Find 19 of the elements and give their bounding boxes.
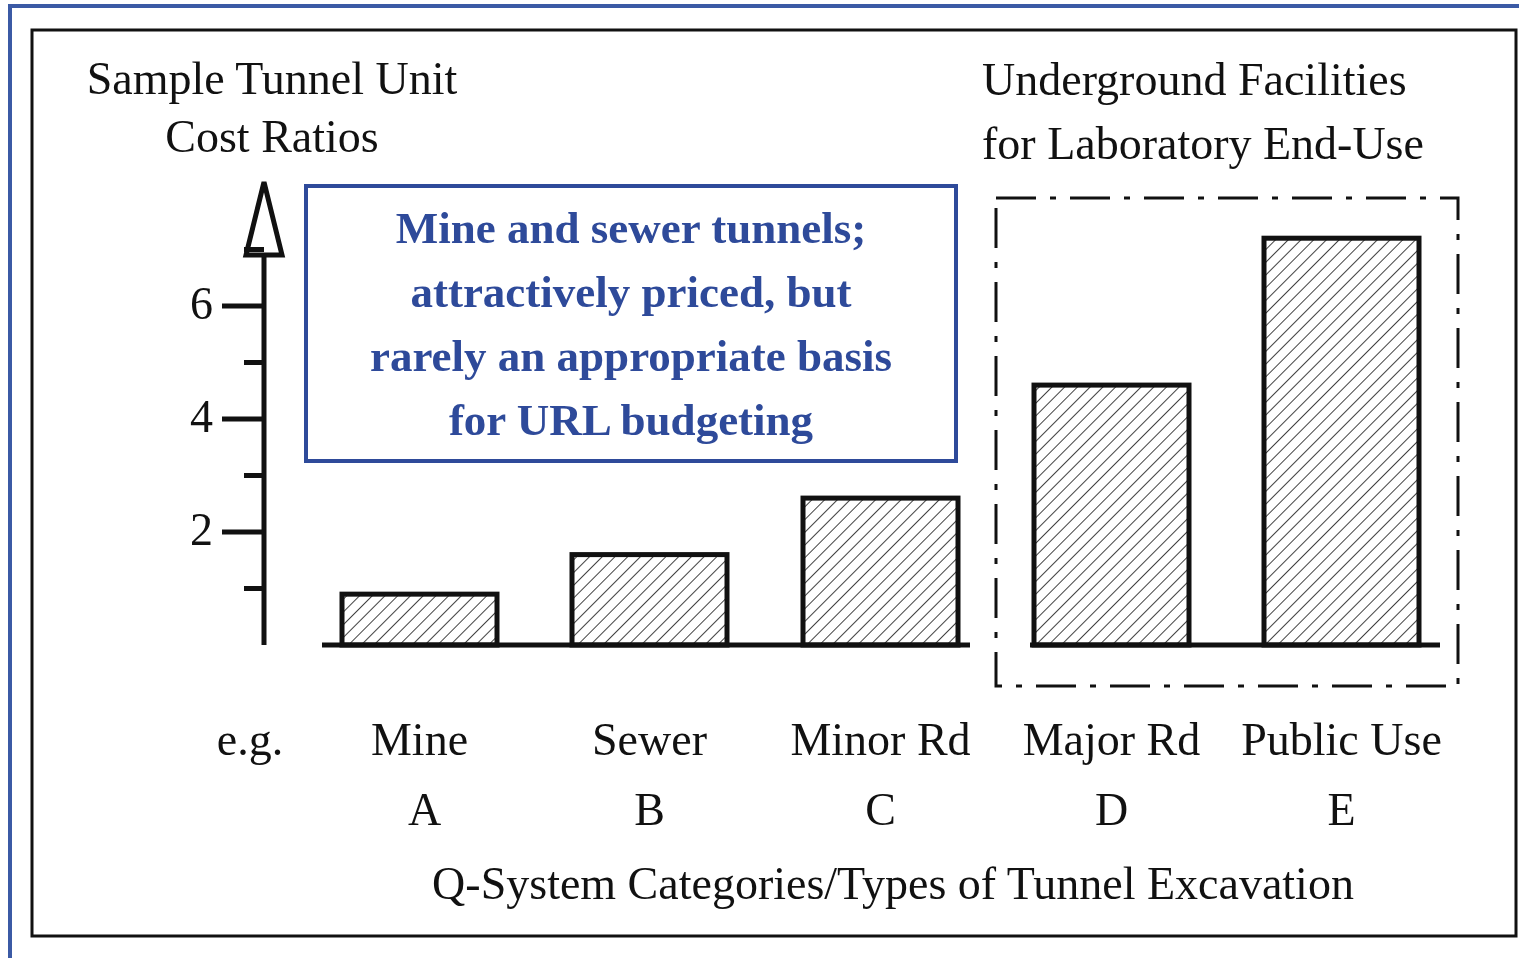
category-label: Mine — [370, 713, 469, 767]
group-heading: Underground Facilities for Laboratory End-Use — [982, 53, 1425, 171]
category-label: Major Rd — [1022, 713, 1201, 767]
axis-title: Q-System Categories/Types of Tunnel Excavation — [432, 857, 1354, 911]
category-letter: C — [865, 783, 896, 837]
tick-label: 2 — [190, 503, 213, 557]
category-letter: B — [634, 783, 665, 837]
category-letter: A — [407, 783, 442, 837]
tick-label: 6 — [190, 277, 213, 331]
category-label: Public Use — [1241, 713, 1442, 767]
axis-title: Sample Tunnel Unit Cost Ratios — [85, 52, 459, 164]
category-letter: E — [1327, 783, 1356, 837]
category-label: Sewer — [592, 713, 707, 767]
category-letter: D — [1094, 783, 1129, 837]
tick-label: 4 — [190, 390, 213, 444]
callout-box — [304, 184, 958, 463]
category-label: Minor Rd — [790, 713, 971, 767]
example-note: e.g. — [216, 713, 284, 767]
callout-text: Mine and sewer tunnels; attractively priced, but rarely an appropriate basis for URL budgeting — [368, 201, 894, 447]
